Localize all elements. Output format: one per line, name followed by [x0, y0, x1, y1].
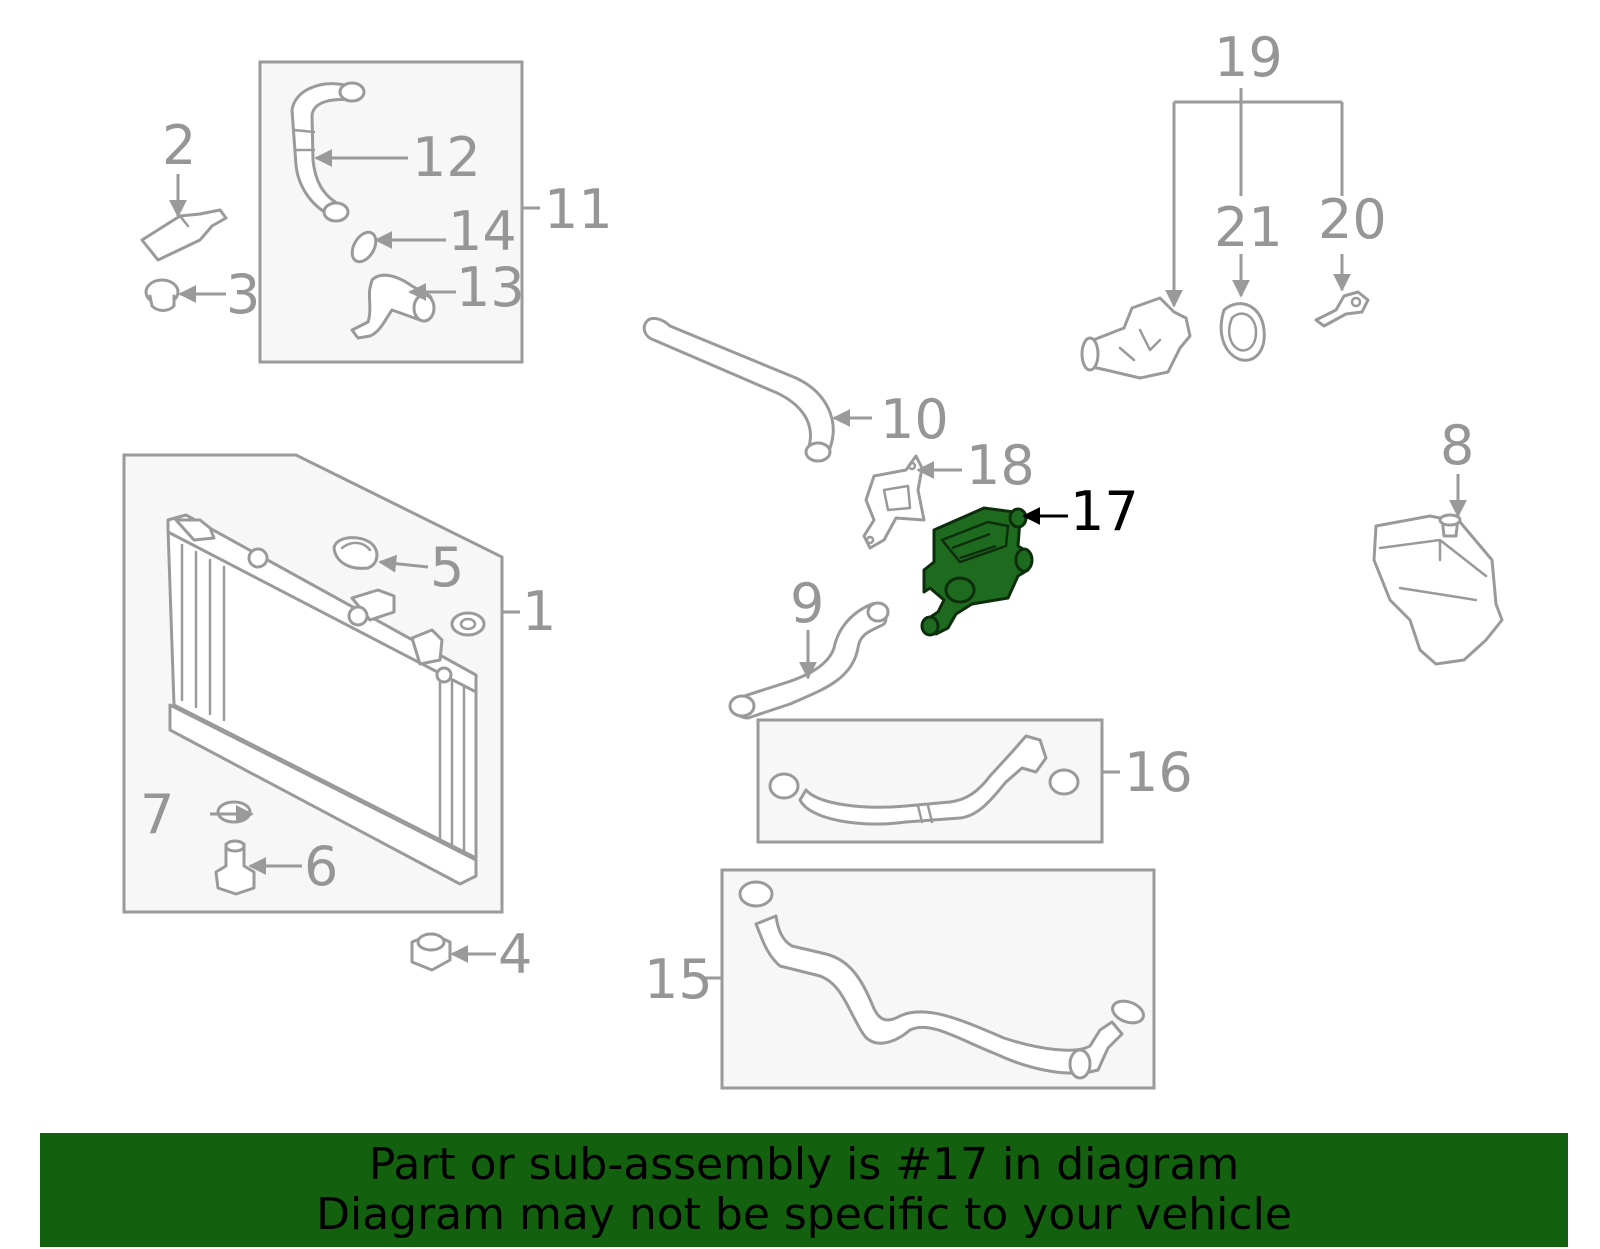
part-8-reservoir[interactable]: [1372, 513, 1504, 666]
part-4-mount[interactable]: [410, 932, 452, 972]
callout-13: 13: [456, 256, 525, 319]
banner-line-disclaimer: Diagram may not be specific to your vehi…: [316, 1189, 1292, 1240]
callout-18: 18: [966, 434, 1035, 497]
part-16-hose[interactable]: [768, 734, 1080, 826]
callout-2: 2: [162, 114, 196, 177]
group-19-leads: [1165, 88, 1344, 308]
callout-20: 20: [1318, 188, 1387, 251]
callout-8: 8: [1440, 414, 1474, 477]
callout-6: 6: [304, 835, 338, 898]
callout-10: 10: [880, 388, 949, 451]
part-9-hose[interactable]: [728, 601, 890, 720]
part-20-clip[interactable]: [1314, 290, 1370, 328]
callout-19: 19: [1214, 26, 1283, 89]
part-6-drain-plug[interactable]: [214, 839, 256, 896]
callout-15: 15: [644, 948, 713, 1011]
callout-7: 7: [140, 783, 174, 846]
part-2-bracket[interactable]: [140, 208, 228, 262]
callout-17: 17: [1070, 480, 1139, 543]
part-14-o-ring[interactable]: [347, 228, 380, 266]
callout-11: 11: [544, 178, 613, 241]
callout-4: 4: [498, 923, 532, 986]
callout-labels: 1 2 3 4 5 6 7 8 9 10 11 12 13 14 15 16 1…: [140, 26, 1474, 1011]
leader-lines: [169, 149, 1467, 963]
callout-5: 5: [430, 536, 464, 599]
callout-14: 14: [448, 200, 517, 263]
part-1-radiator[interactable]: [166, 513, 478, 886]
callout-21: 21: [1214, 196, 1283, 259]
callout-3: 3: [226, 263, 260, 326]
callout-12: 12: [412, 126, 481, 189]
info-banner: Part or sub-assembly is #17 in diagram D…: [40, 1133, 1568, 1247]
part-10-hose[interactable]: [642, 316, 835, 463]
callout-9: 9: [790, 572, 824, 635]
part-3-grommet[interactable]: [144, 278, 180, 312]
part-18-gasket[interactable]: [862, 454, 926, 550]
part-17-highlighted-component[interactable]: [920, 506, 1034, 637]
part-7-gasket[interactable]: [216, 800, 252, 824]
part-5-radiator-cap[interactable]: [332, 536, 379, 570]
part-1-grommet[interactable]: [450, 611, 486, 637]
part-21-gasket[interactable]: [1219, 302, 1266, 362]
part-19-thermostat-housing[interactable]: [1080, 296, 1192, 380]
part-12-upper-hose[interactable]: [290, 81, 366, 223]
callout-1: 1: [522, 580, 556, 643]
banner-line-part: Part or sub-assembly is #17 in diagram: [368, 1139, 1240, 1190]
callout-16: 16: [1124, 741, 1193, 804]
part-15-hose[interactable]: [738, 880, 1146, 1080]
